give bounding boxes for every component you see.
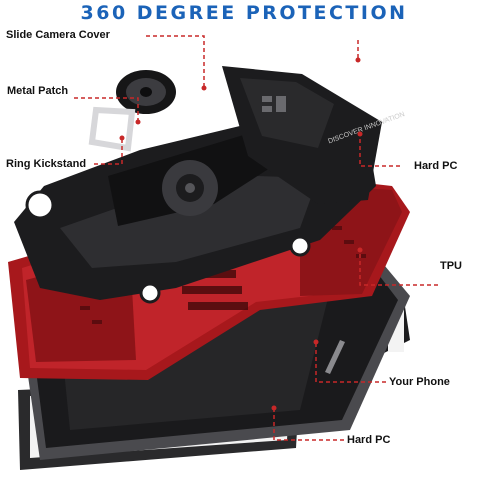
- lens-slider-icon: [262, 96, 286, 112]
- callout-metal-patch: Metal Patch: [7, 85, 69, 97]
- callout-tpu: TPU: [440, 260, 462, 272]
- callout-ring-kickstand: Ring Kickstand: [6, 158, 87, 170]
- headline: 360 DEGREE PROTECTION: [80, 2, 408, 24]
- leader-dots: [119, 57, 363, 411]
- leader-lines: [74, 35, 438, 441]
- callout-your-phone: Your Phone: [389, 376, 450, 388]
- ring-kickstand-icon: [88, 70, 176, 152]
- callout-slide-camera-cover: Slide Camera Cover: [6, 29, 110, 41]
- callout-hard-pc-bottom: Hard PC: [347, 434, 391, 446]
- callout-hard-pc-top: Hard PC: [414, 160, 458, 172]
- gear-icon: [162, 160, 218, 216]
- slide-camera-cover: DISCOVER INNOVATION: [222, 66, 406, 204]
